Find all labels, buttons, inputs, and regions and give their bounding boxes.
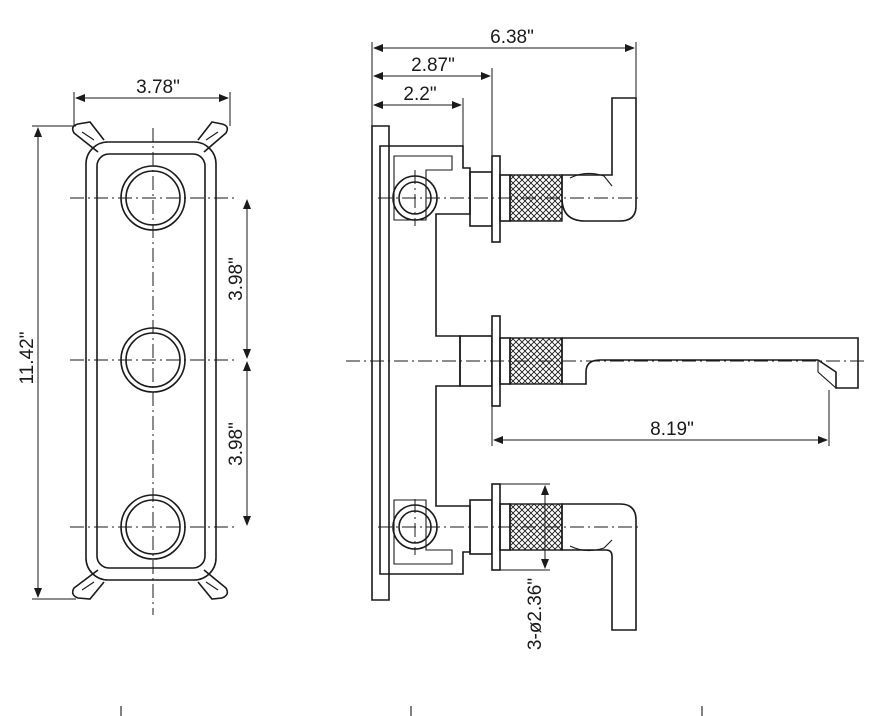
width-label: 3.78" xyxy=(136,77,180,98)
front-body-inner xyxy=(96,153,206,569)
top-handle-assembly xyxy=(469,97,637,243)
rough-in-inner-bottom xyxy=(393,499,453,565)
rough-in-inner xyxy=(393,155,453,221)
mounting-ear-top-right xyxy=(197,121,229,153)
height-label: 11.42" xyxy=(17,332,38,385)
mounting-ear-bottom-left xyxy=(71,569,105,600)
side-view: 6.38" 2.87" 2.2" 8.19" 3-ø2.36" xyxy=(346,27,864,650)
spacing-bottom-label: 3.98" xyxy=(226,422,247,466)
wall-plate xyxy=(371,125,390,601)
body-depth-label: 2.2" xyxy=(403,84,436,105)
front-view: 3.78" 11.42" 3.98" 3.98" xyxy=(17,77,251,615)
top-lever xyxy=(561,97,637,222)
spout-reach-label: 8.19" xyxy=(650,419,694,440)
spout-body xyxy=(561,337,859,389)
mounting-ear-bottom-right xyxy=(197,569,229,600)
bottom-tick-marks xyxy=(120,706,703,716)
escutcheon-label: 3-ø2.36" xyxy=(525,578,546,650)
spacing-top-label: 3.98" xyxy=(226,257,247,301)
front-body-outer xyxy=(85,141,217,581)
handle-depth-label: 2.87" xyxy=(411,55,455,76)
overall-depth-label: 6.38" xyxy=(490,27,534,48)
bottom-handle-assembly xyxy=(469,483,637,631)
bottom-lever xyxy=(561,503,637,631)
mounting-ear-top-left xyxy=(71,121,105,153)
